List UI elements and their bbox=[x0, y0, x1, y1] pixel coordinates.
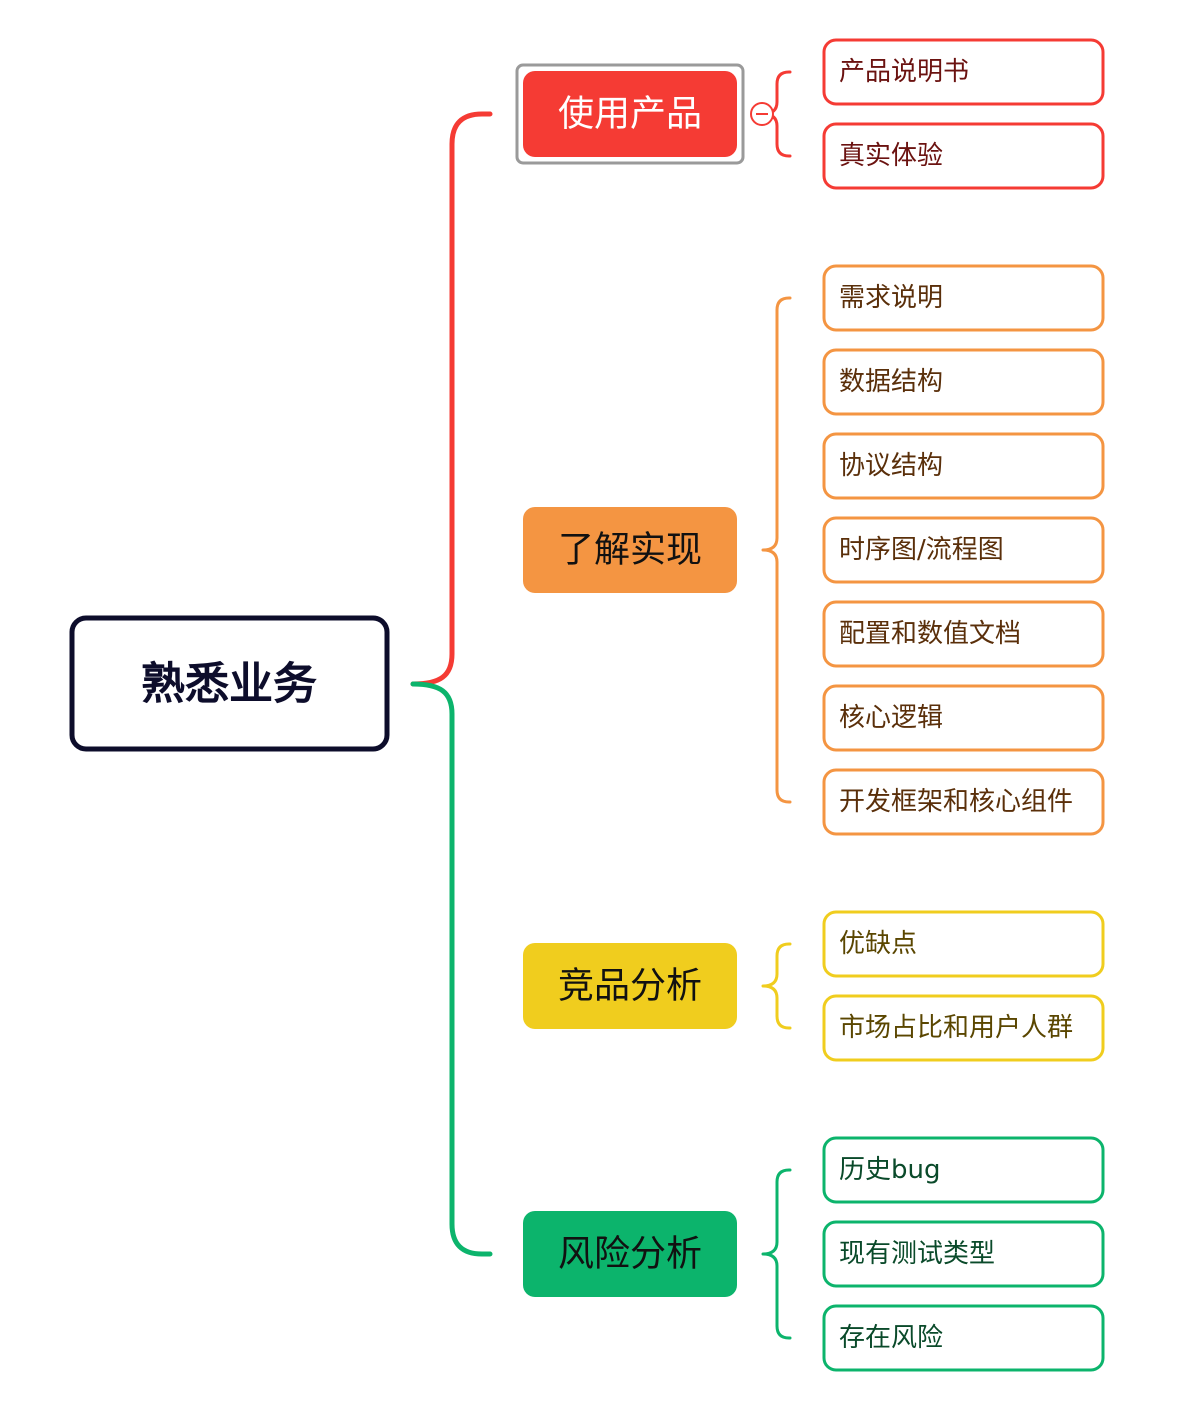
leaf-node[interactable]: 现有测试类型 bbox=[822, 1220, 1105, 1288]
leaf-node-label: 产品说明书 bbox=[839, 57, 969, 87]
connector-1 bbox=[410, 111, 493, 687]
leaf-node[interactable]: 存在风险 bbox=[822, 1304, 1105, 1372]
leaf-node-label: 时序图/流程图 bbox=[839, 535, 1004, 565]
leaf-node[interactable]: 协议结构 bbox=[822, 432, 1105, 500]
leaf-node-label: 核心逻辑 bbox=[839, 703, 943, 733]
leaf-node-label: 真实体验 bbox=[839, 141, 943, 171]
leaf-node-label: 协议结构 bbox=[839, 451, 943, 481]
leaf-node[interactable]: 真实体验 bbox=[822, 122, 1105, 190]
leaf-node[interactable]: 核心逻辑 bbox=[822, 684, 1105, 752]
bracket-3 bbox=[761, 942, 792, 1030]
collapse-minus-icon[interactable] bbox=[750, 102, 774, 126]
bracket-4 bbox=[761, 1168, 792, 1340]
branch-node-label: 竞品分析 bbox=[558, 966, 702, 1007]
leaf-node[interactable]: 开发框架和核心组件 bbox=[822, 768, 1105, 836]
selection-outline bbox=[515, 63, 745, 165]
branch-node-label: 了解实现 bbox=[558, 530, 702, 571]
leaf-node-label: 数据结构 bbox=[839, 367, 943, 397]
leaf-node-label: 市场占比和用户人群 bbox=[839, 1013, 1073, 1043]
connector-4 bbox=[410, 681, 493, 1257]
leaf-node-label: 优缺点 bbox=[839, 929, 917, 959]
leaf-node[interactable]: 市场占比和用户人群 bbox=[822, 994, 1105, 1062]
leaf-node-label: 存在风险 bbox=[839, 1323, 943, 1353]
branch-node-4[interactable]: 风险分析 bbox=[523, 1211, 737, 1297]
leaf-node[interactable]: 产品说明书 bbox=[822, 38, 1105, 106]
leaf-node-label: 配置和数值文档 bbox=[839, 619, 1021, 649]
leaf-nodes: 产品说明书真实体验需求说明数据结构协议结构时序图/流程图配置和数值文档核心逻辑开… bbox=[822, 38, 1105, 1372]
bracket-2 bbox=[761, 296, 792, 804]
root-node-label: 熟悉业务 bbox=[141, 659, 317, 710]
branch-node-2[interactable]: 了解实现 bbox=[523, 507, 737, 593]
leaf-node-label: 需求说明 bbox=[839, 283, 943, 313]
leaf-node[interactable]: 时序图/流程图 bbox=[822, 516, 1105, 584]
leaf-node-label: 现有测试类型 bbox=[839, 1239, 995, 1269]
leaf-node[interactable]: 需求说明 bbox=[822, 264, 1105, 332]
leaf-node[interactable]: 优缺点 bbox=[822, 910, 1105, 978]
leaf-node[interactable]: 数据结构 bbox=[822, 348, 1105, 416]
leaf-node-label: 开发框架和核心组件 bbox=[839, 787, 1073, 817]
leaf-node[interactable]: 历史bug bbox=[822, 1136, 1105, 1204]
connectors bbox=[410, 111, 493, 1257]
branch-node-1[interactable]: 使用产品 bbox=[515, 63, 745, 165]
child-brackets bbox=[750, 70, 792, 1340]
leaf-node-label: 历史bug bbox=[839, 1155, 941, 1185]
branch-node-label: 风险分析 bbox=[558, 1234, 702, 1275]
root-node[interactable]: 熟悉业务 bbox=[69, 615, 390, 752]
branch-node-3[interactable]: 竞品分析 bbox=[523, 943, 737, 1029]
branch-node-label: 使用产品 bbox=[558, 94, 702, 135]
leaf-node[interactable]: 配置和数值文档 bbox=[822, 600, 1105, 668]
